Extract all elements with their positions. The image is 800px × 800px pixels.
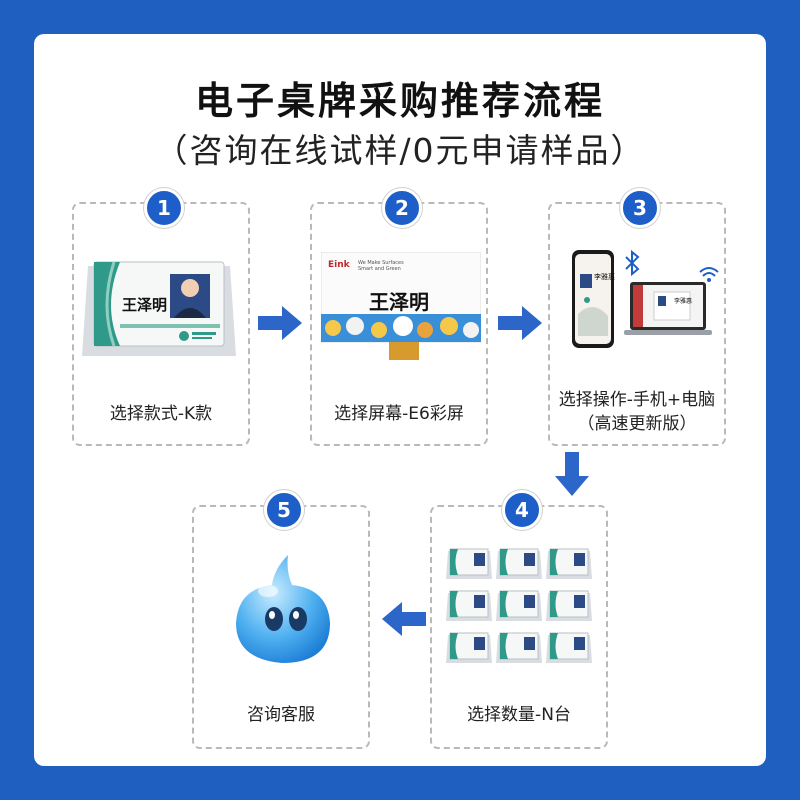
multiple-table-signs-illustration <box>446 548 593 664</box>
device-name-text: 王泽明 <box>369 290 429 314</box>
step-card-1[interactable]: 王泽明 选择款式-K款 <box>72 202 250 446</box>
step-label-1: 选择款式-K款 <box>109 404 213 424</box>
step-badge-2: 2 <box>382 188 422 228</box>
step-badge-3: 3 <box>620 188 660 228</box>
chat-mascot-icon <box>236 555 330 663</box>
laptop-name-text: 李雅惠 <box>674 298 693 305</box>
step-card-2[interactable]: Eink We Make Surfaces Smart and Green 王泽… <box>310 202 488 446</box>
arrow-right-icon <box>258 306 302 340</box>
step-badge-1: 1 <box>144 188 184 228</box>
step-label-3-line2: （高速更新版） <box>577 414 697 434</box>
step-label-5: 咨询客服 <box>247 705 315 725</box>
arrow-left-icon <box>382 602 426 636</box>
step-badge-4: 4 <box>502 490 542 530</box>
page-title: 电子桌牌采购推荐流程 <box>194 79 605 123</box>
step-label-4: 选择数量-N台 <box>467 705 571 725</box>
eink-tagline: We Make Surfaces Smart and Green <box>358 260 404 272</box>
phone-and-laptop-illustration <box>572 250 712 348</box>
bluetooth-icon <box>625 250 640 276</box>
step-card-4[interactable]: 选择数量-N台 <box>430 505 608 749</box>
phone-name-text: 李雅惠 <box>594 273 615 281</box>
table-sign-k-illustration <box>82 261 236 356</box>
wifi-icon <box>699 267 719 282</box>
step-label-3-line1: 选择操作-手机+电脑 <box>558 390 716 410</box>
step-label-2: 选择屏幕-E6彩屏 <box>334 404 464 424</box>
device-name-text: 王泽明 <box>122 296 168 314</box>
e6-color-screen-illustration <box>321 252 481 360</box>
step-card-5[interactable]: 咨询客服 <box>192 505 370 749</box>
step-card-3[interactable]: 李雅惠 李雅惠 选择操作-手机+电脑 （高速更新版） <box>548 202 726 446</box>
arrow-right-icon <box>498 306 542 340</box>
arrow-down-icon <box>555 452 589 496</box>
page-subtitle: （咨询在线试样/0元申请样品） <box>154 131 646 170</box>
eink-logo: Eink <box>328 260 350 270</box>
step-badge-5: 5 <box>264 490 304 530</box>
